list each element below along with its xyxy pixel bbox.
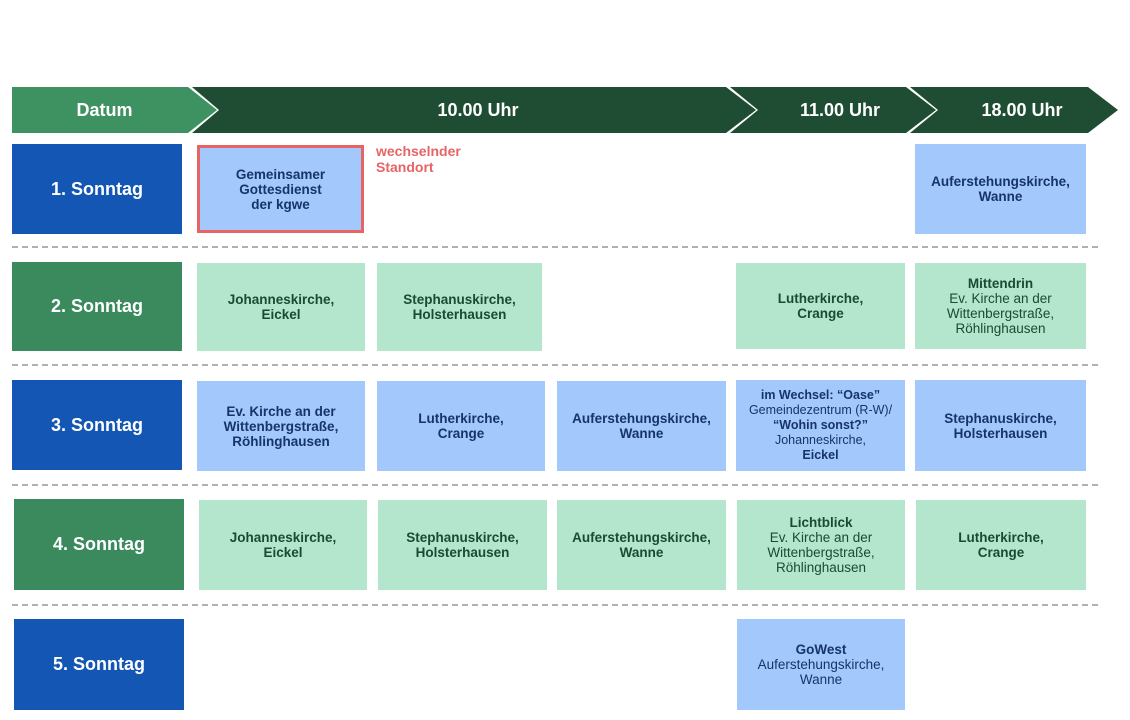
header-1100-arrow <box>730 87 936 133</box>
cell-r4-c1: Johanneskirche, Eickel <box>199 500 367 590</box>
header-1800-arrow <box>910 87 1118 133</box>
cell-r4-c5: Lutherkirche, Crange <box>916 500 1086 590</box>
header-1000-arrow <box>192 87 756 133</box>
cell-line: Auferstehungskirche, <box>757 657 885 672</box>
note-line: Standort <box>376 159 434 175</box>
header-datum-arrow <box>12 87 217 133</box>
cell-r1-1800: Auferstehungskirche, Wanne <box>915 144 1086 234</box>
cell-line: Holsterhausen <box>953 425 1048 441</box>
cell-r2-c5: Mittendrin Ev. Kirche an der Wittenbergs… <box>915 263 1086 349</box>
cell-line: Röhlinghausen <box>232 433 330 449</box>
cell-line: Holsterhausen <box>412 307 507 322</box>
cell-r1-gemeinsamer-gottesdienst: Gemeinsamer Gottesdienst der kgwe <box>197 145 364 233</box>
cell-line: Holsterhausen <box>415 545 510 560</box>
cell-line: im Wechsel: “Oase” <box>760 388 881 402</box>
cell-line: Gottesdienst <box>239 181 322 197</box>
cell-r3-c1: Ev. Kirche an der Wittenbergstraße, Röhl… <box>197 381 365 471</box>
header-1100: 11.00 Uhr <box>799 100 881 120</box>
header-1000: 10.00 Uhr <box>437 100 519 120</box>
cell-line: Crange <box>437 426 485 441</box>
cell-line: Johanneskirche, <box>229 530 337 545</box>
cell-line: Wittenbergstraße, <box>767 545 875 560</box>
cell-line: Gemeindezentrum (R-W)/ <box>748 403 893 417</box>
cell-line: Mittendrin <box>967 276 1034 291</box>
cell-r4-c4: Lichtblick Ev. Kirche an der Wittenbergs… <box>737 500 905 590</box>
cell-r4-c3: Auferstehungskirche, Wanne <box>557 500 726 590</box>
cell-line: Johanneskirche, <box>227 292 335 307</box>
cell-line: Auferstehungskirche, <box>572 530 711 545</box>
row-label-4: 4. Sonntag <box>14 499 184 590</box>
cell-line: Wittenbergstraße, <box>946 306 1055 321</box>
row-separator <box>12 484 1098 486</box>
row-separator <box>12 604 1098 606</box>
cell-line: GoWest <box>795 642 847 657</box>
cell-line: Stephanuskirche, <box>944 410 1057 426</box>
cell-line: Wanne <box>619 426 664 441</box>
cell-line: Lutherkirche, <box>958 530 1044 545</box>
cell-r2-c4: Lutherkirche, Crange <box>736 263 905 349</box>
row-separator <box>12 364 1098 366</box>
cell-line: Crange <box>797 306 844 321</box>
cell-line: Lichtblick <box>789 515 853 530</box>
cell-line: Lutherkirche, <box>418 411 504 426</box>
cell-line: Auferstehungskirche, <box>931 174 1070 189</box>
cell-line: Crange <box>977 545 1025 560</box>
cell-line: Auferstehungskirche, <box>572 411 711 426</box>
cell-line: Stephanuskirche, <box>403 292 516 307</box>
cell-line: Ev. Kirche an der <box>226 403 336 419</box>
row-label-3: 3. Sonntag <box>12 380 182 470</box>
cell-r3-c2: Lutherkirche, Crange <box>377 381 545 471</box>
cell-r5-c4: GoWest Auferstehungskirche, Wanne <box>737 619 905 710</box>
cell-r2-c2: Stephanuskirche, Holsterhausen <box>377 263 542 351</box>
cell-line: “Wohin sonst?” <box>773 418 868 432</box>
note-line: wechselnder <box>376 143 461 159</box>
row-separator <box>12 246 1098 248</box>
cell-line: Ev. Kirche an der <box>769 530 873 545</box>
cell-line: Eickel <box>261 307 301 322</box>
cell-r4-c2: Stephanuskirche, Holsterhausen <box>378 500 547 590</box>
cell-line: Stephanuskirche, <box>406 530 519 545</box>
row-label-1: 1. Sonntag <box>12 144 182 234</box>
cell-line: Wanne <box>619 545 664 560</box>
row-label-2: 2. Sonntag <box>12 262 182 351</box>
cell-line: Wittenbergstraße, <box>223 418 339 434</box>
cell-r3-c3: Auferstehungskirche, Wanne <box>557 381 726 471</box>
cell-r2-c1: Johanneskirche, Eickel <box>197 263 365 351</box>
cell-line: Eickel <box>802 448 839 462</box>
header-1800: 18.00 Uhr <box>981 100 1063 120</box>
cell-line: Wanne <box>978 189 1023 204</box>
header-bar: Datum 10.00 Uhr 11.00 Uhr 18.00 Uhr <box>0 87 1130 133</box>
cell-line: Eickel <box>263 545 303 560</box>
cell-line: Ev. Kirche an der <box>949 291 1052 306</box>
cell-line: Röhlinghausen <box>955 321 1046 336</box>
cell-line: der kgwe <box>251 196 310 212</box>
cell-line: Wanne <box>799 672 843 687</box>
cell-line: Johanneskirche, <box>774 433 867 447</box>
cell-r3-c4: im Wechsel: “Oase” Gemeindezentrum (R-W)… <box>736 380 905 471</box>
header-datum: Datum <box>76 100 133 120</box>
cell-line: Lutherkirche, <box>777 291 864 306</box>
note-wechselnder-standort: wechselnder Standort <box>376 143 461 175</box>
header-arrows-graphic <box>12 87 1118 133</box>
cell-line: Röhlinghausen <box>775 560 867 575</box>
cell-line: Gemeinsamer <box>235 166 326 182</box>
cell-r3-c5: Stephanuskirche, Holsterhausen <box>915 380 1086 471</box>
row-label-5: 5. Sonntag <box>14 619 184 710</box>
